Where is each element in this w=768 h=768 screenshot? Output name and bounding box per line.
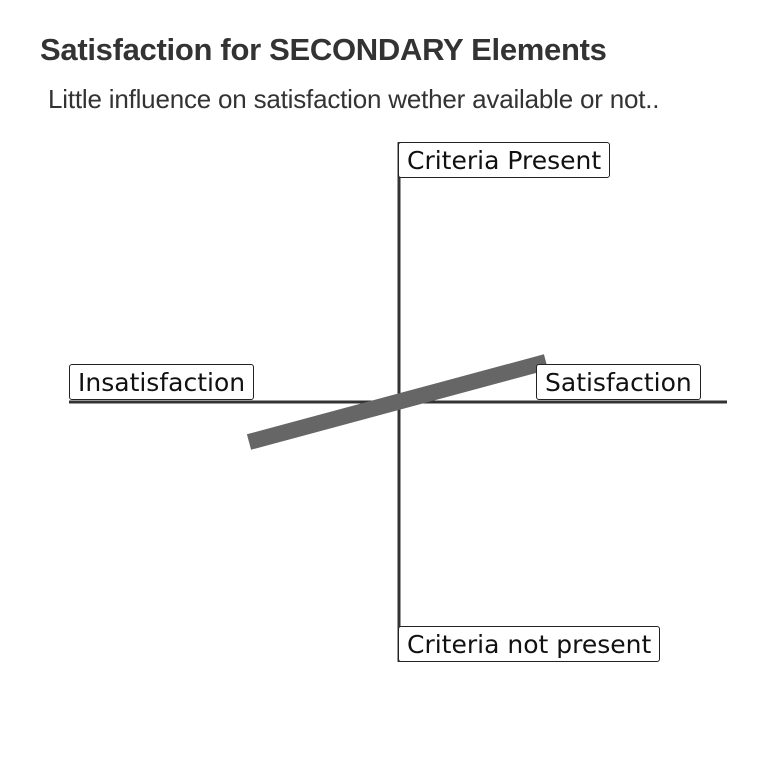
diagram-title: Satisfaction for SECONDARY Elements	[40, 32, 607, 67]
criteria-present-label: Criteria Present	[398, 142, 611, 178]
satisfaction-label: Satisfaction	[536, 364, 701, 400]
insatisfaction-label: Insatisfaction	[69, 364, 255, 400]
diagram-subtitle: Little influence on satisfaction wether …	[48, 84, 660, 114]
influence-trend-line	[246, 354, 549, 450]
criteria-not-present-label: Criteria not present	[398, 626, 661, 662]
